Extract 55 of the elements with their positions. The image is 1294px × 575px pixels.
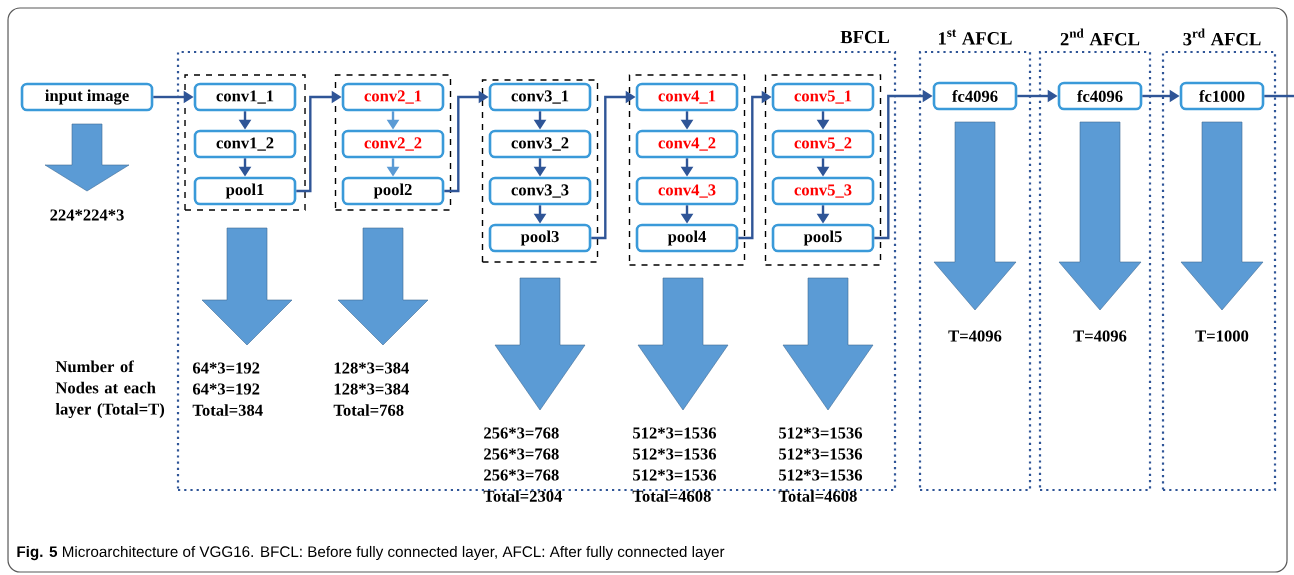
block-group	[764, 74, 882, 266]
count-label: Total=4608	[632, 490, 711, 502]
block-group	[334, 74, 452, 211]
count-label: 512*3=1536	[633, 427, 717, 439]
layer-box: conv1_1	[193, 82, 297, 112]
node-label: 2$^{nd}$ AFCL	[1060, 28, 1140, 46]
layer-box: fc4096	[1057, 81, 1143, 111]
count-label: 64*3=192	[193, 383, 260, 395]
layer-box: conv3_1	[488, 82, 592, 112]
count-label: 224*224*3	[50, 209, 124, 221]
layer-box: conv1_2	[193, 129, 297, 159]
node-label: 1$^{st}$ AFCL	[938, 29, 1012, 45]
layer-box: conv3_2	[488, 129, 592, 159]
layer-box: fc1000	[1179, 81, 1265, 111]
count-label: Total=4608	[778, 490, 857, 502]
count-label: Total=2304	[483, 490, 563, 502]
count-label: 128*3=384	[334, 383, 409, 395]
count-label: 512*3=1536	[779, 469, 863, 481]
node-label: BFCL	[840, 30, 890, 44]
layer-box: conv5_1	[771, 82, 875, 112]
layer-box: fc4096	[932, 81, 1018, 111]
layer-box: conv4_1	[635, 82, 739, 112]
count-label: 256*3=768	[484, 469, 559, 481]
layer-box: pool1	[193, 176, 297, 206]
layer-box: conv5_3	[771, 176, 875, 206]
annotation: Number of Nodes at each layer (Total=T)	[55, 360, 165, 419]
block-group	[628, 74, 746, 266]
count-label: 512*3=1536	[779, 448, 863, 460]
count-label: 128*3=384	[334, 362, 409, 374]
count-label: 256*3=768	[484, 427, 559, 439]
count-label: 64*3=192	[193, 362, 260, 374]
count-label: T=4096	[1073, 330, 1127, 342]
count-label: 512*3=1536	[633, 469, 717, 481]
layer-box: conv4_3	[635, 176, 739, 206]
caption: Fig. 5 Microarchitecture of VGG16. BFCL: Before fully connected layer, AFCL: After fully connected layer	[17, 545, 725, 561]
layer-box: conv2_2	[341, 129, 445, 159]
layer-box: conv4_2	[635, 129, 739, 159]
count-label: 512*3=1536	[779, 427, 863, 439]
layer-box: conv3_3	[488, 176, 592, 206]
layer-box: pool2	[341, 176, 445, 206]
count-label: T=4096	[948, 330, 1002, 342]
count-label: 512*3=1536	[633, 448, 717, 460]
count-label: 256*3=768	[484, 448, 559, 460]
count-label: Total=768	[333, 404, 404, 416]
count-label: Total=384	[192, 404, 263, 416]
layer-box: conv2_1	[341, 82, 445, 112]
layer-box: input image	[20, 82, 154, 112]
layer-box: pool5	[771, 223, 875, 253]
block-group	[184, 74, 306, 211]
layer-box: pool3	[488, 223, 592, 253]
count-label: T=1000	[1195, 330, 1249, 342]
node-label: 3$^{rd}$ AFCL	[1183, 28, 1261, 46]
layer-box: pool4	[635, 223, 739, 253]
layer-box: conv5_2	[771, 129, 875, 159]
block-group	[481, 79, 599, 263]
